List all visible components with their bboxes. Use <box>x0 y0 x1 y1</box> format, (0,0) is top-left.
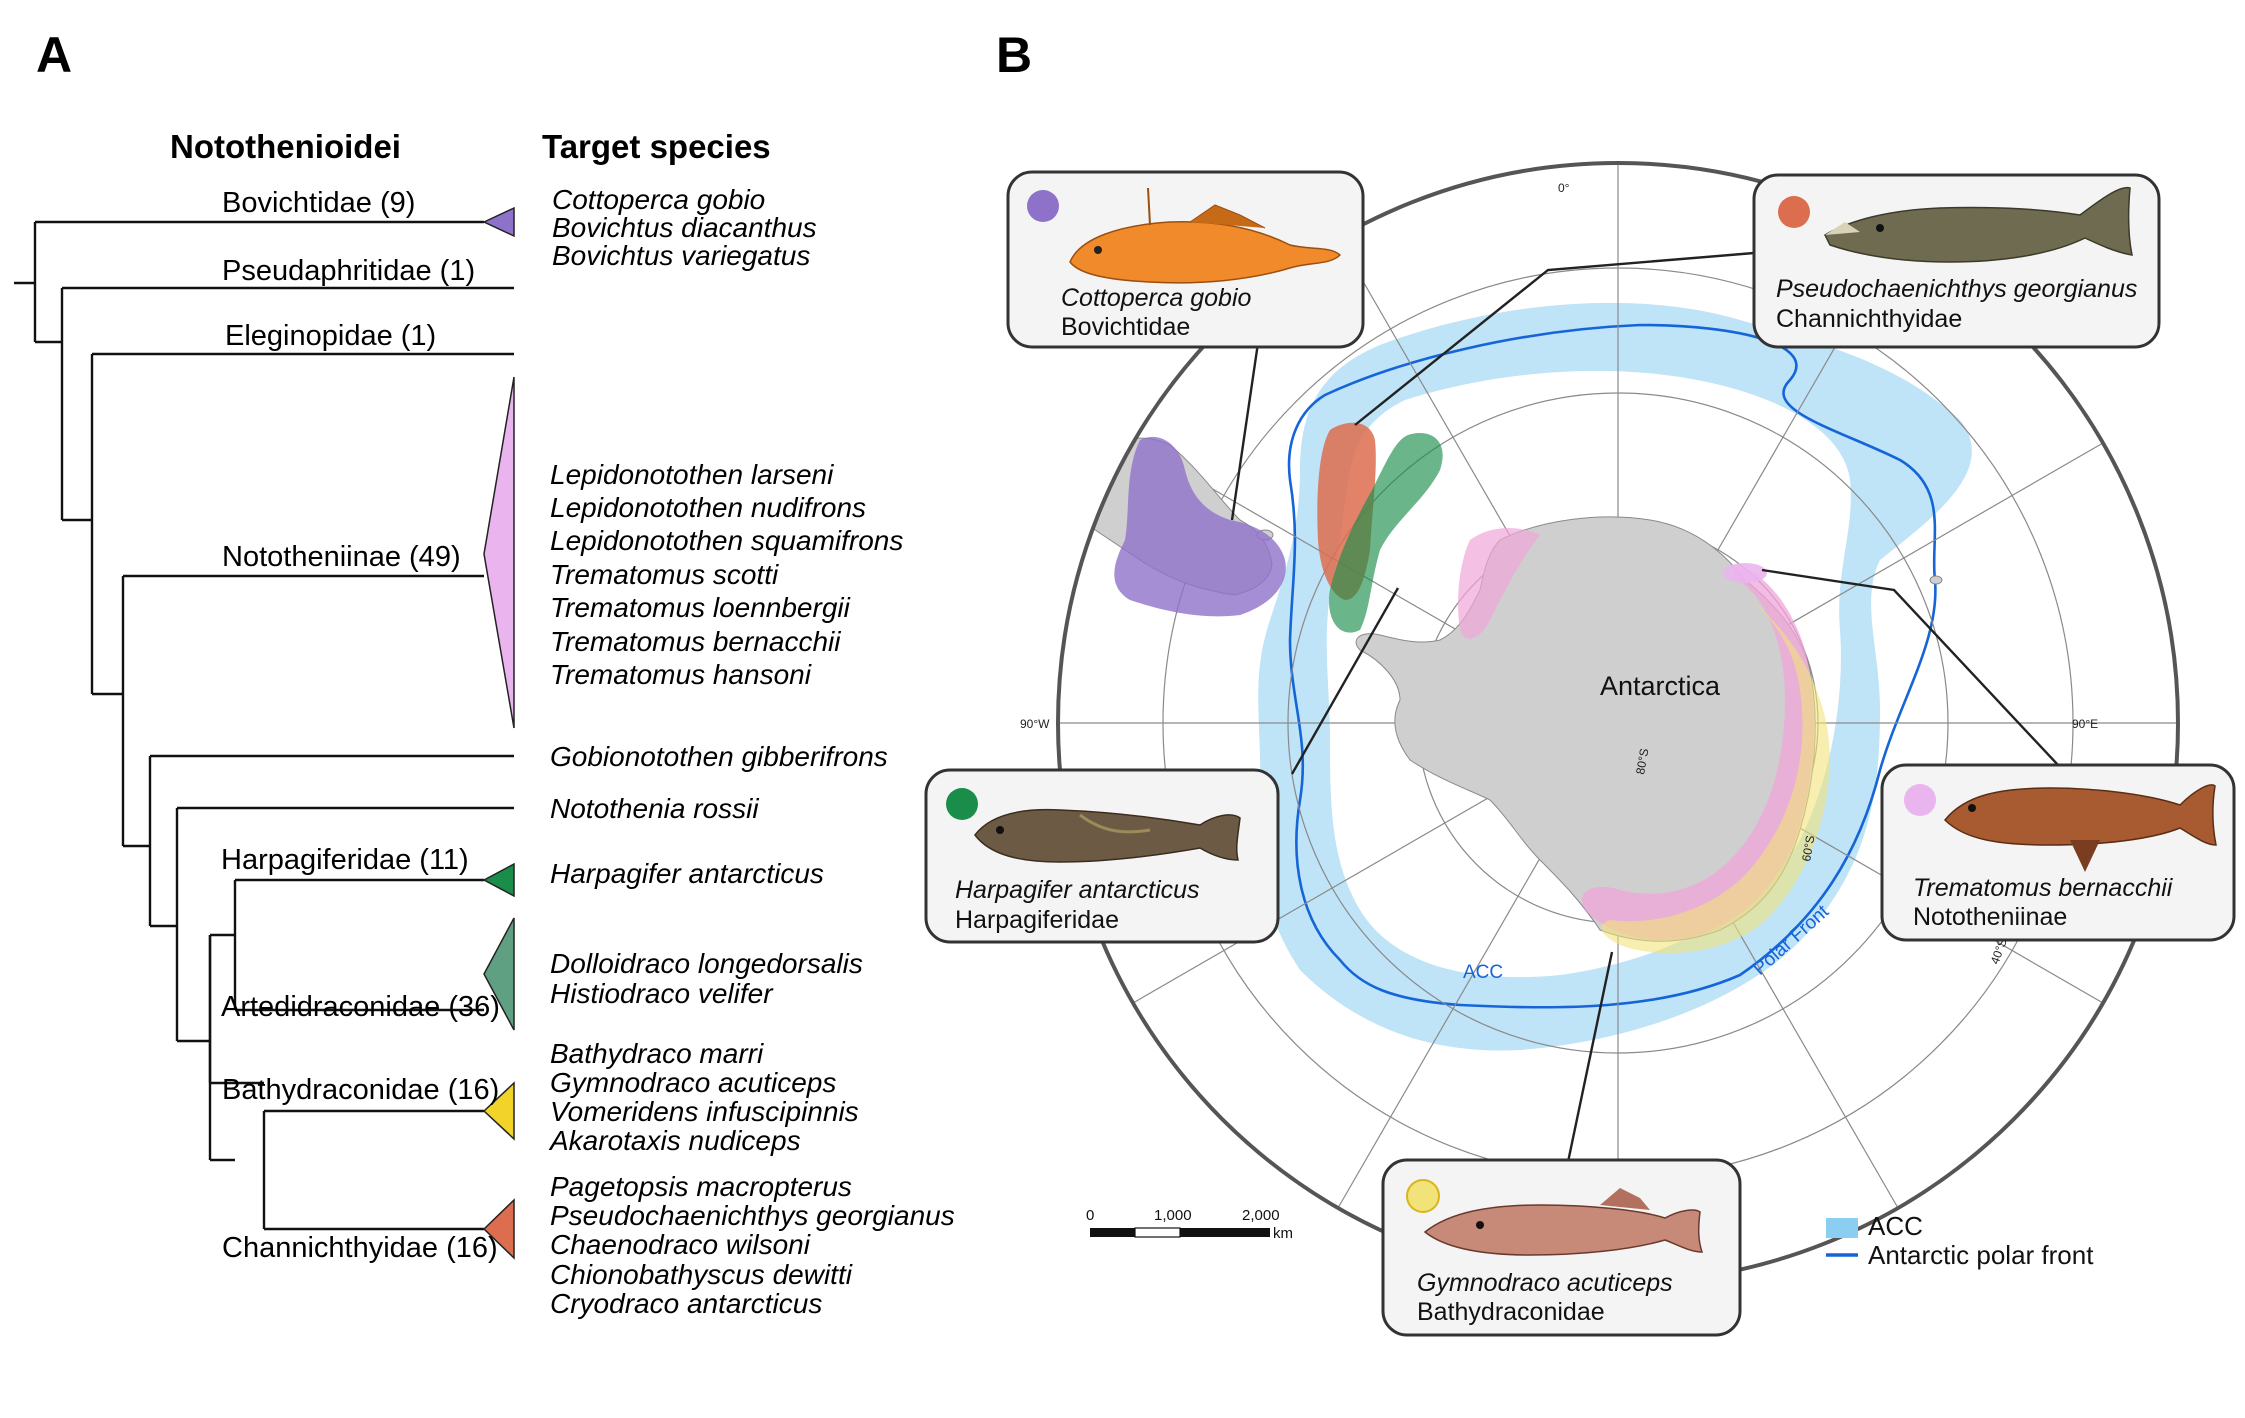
species-label: Pagetopsis macropterus <box>550 1171 852 1202</box>
map-legend: ACC Antarctic polar front <box>1826 1211 2094 1270</box>
fish-icon <box>1824 186 2133 263</box>
card-family: Channichthyidae <box>1776 305 1962 333</box>
scale-bar: 0 1,000 2,000 km <box>1086 1207 1293 1242</box>
tree-header-notothenioidei: Notothenioidei <box>170 128 401 165</box>
range-bovichtidae <box>1114 436 1286 617</box>
clade-triangle-channichthyidae <box>482 1198 515 1260</box>
species-label: Gymnodraco acuticeps <box>550 1067 836 1098</box>
fish-icon <box>1423 1188 1704 1256</box>
species-label: Trematomus scotti <box>550 559 779 590</box>
range-nototheniinae <box>1581 565 1814 940</box>
legend-acc-label: ACC <box>1868 1211 1923 1241</box>
species-label: Pseudochaenichthys georgianus <box>550 1200 955 1231</box>
card-species: Cottoperca gobio <box>1061 284 1252 312</box>
scale-tick-2000: 2,000 <box>1242 1207 1280 1224</box>
card-family: Bathydraconidae <box>1417 1298 1605 1326</box>
species-label: Gobionotothen gibberifrons <box>550 741 888 772</box>
species-label: Chaenodraco wilsoni <box>550 1229 811 1260</box>
legend-acc-swatch <box>1826 1218 1858 1238</box>
species-label: Vomeridens infuscipinnis <box>550 1096 859 1127</box>
panel-a-label: A <box>36 27 72 83</box>
card-family: Bovichtidae <box>1061 313 1190 341</box>
species-card-cottoperca: Cottoperca gobio Bovichtidae <box>1006 170 1365 349</box>
card-family: Nototheniinae <box>1913 903 2067 931</box>
meridian-label-90e: 90°E <box>2072 717 2098 731</box>
callout-lines <box>1230 251 2059 1163</box>
family-label: Harpagiferidae (11) <box>221 844 469 876</box>
card-family: Harpagiferidae <box>955 906 1119 934</box>
species-label: Chionobathyscus dewitti <box>550 1259 853 1290</box>
card-species: Harpagifer antarcticus <box>955 876 1200 904</box>
polar-front-line <box>1287 323 1937 1009</box>
clade-triangle-harpagiferidae <box>482 862 515 898</box>
species-label: Akarotaxis nudiceps <box>548 1125 801 1156</box>
fish-icon <box>974 808 1241 863</box>
family-label: Pseudaphritidae (1) <box>222 255 475 287</box>
antarctica-label: Antarctica <box>1600 671 1721 701</box>
range-bathydraconidae <box>1601 600 1830 954</box>
species-dot <box>1027 190 1059 222</box>
polar-map: 0° 90°W 90°E 80°S 60°S 40°S Antarctica A… <box>1020 161 2180 1285</box>
clade-triangle-bovichtidae <box>482 206 515 238</box>
family-label: Artedidraconidae (36) <box>221 991 500 1023</box>
species-label: Lepidonotothen squamifrons <box>550 525 903 556</box>
legend-polar-front-label: Antarctic polar front <box>1868 1240 2094 1270</box>
clade-triangle-artedidraconidae <box>483 917 515 1031</box>
lat-label-60s: 60°S <box>1799 834 1817 862</box>
acc-label: ACC <box>1463 962 1503 983</box>
species-label: Trematomus bernacchii <box>550 626 841 657</box>
species-label: Cryodraco antarcticus <box>550 1288 822 1319</box>
panel-b-label: B <box>996 27 1032 83</box>
fish-icon <box>1069 187 1342 284</box>
species-label: Bovichtus variegatus <box>552 240 810 271</box>
meridian-label-0: 0° <box>1558 181 1570 195</box>
card-species: Gymnodraco acuticeps <box>1417 1269 1673 1297</box>
species-label: Bathydraco marri <box>550 1038 764 1069</box>
scale-unit: km <box>1273 1225 1293 1242</box>
clade-triangle-nototheniinae <box>483 376 515 729</box>
family-label: Bovichtidae (9) <box>222 187 415 219</box>
lat-label-80s: 80°S <box>1633 747 1651 775</box>
family-label: Channichthyidae (16) <box>222 1232 498 1264</box>
species-dot <box>1406 1179 1440 1213</box>
card-species: Trematomus bernacchii <box>1913 874 2174 902</box>
species-label: Notothenia rossii <box>550 793 759 824</box>
species-label: Trematomus hansoni <box>550 659 812 690</box>
species-card-gymnodraco: Gymnodraco acuticeps Bathydraconidae <box>1381 1158 1742 1337</box>
species-label: Lepidonotothen nudifrons <box>550 492 866 523</box>
species-card-harpagifer: Harpagifer antarcticus Harpagiferidae <box>924 768 1280 944</box>
species-dot <box>1778 196 1810 228</box>
species-dot <box>1904 784 1936 816</box>
species-dot <box>946 788 978 820</box>
meridian-label-90w: 90°W <box>1020 717 1050 731</box>
species-label: Cottoperca gobio <box>552 184 765 215</box>
phylogenetic-tree <box>14 220 514 1231</box>
family-label: Eleginopidae (1) <box>225 320 436 352</box>
family-label: Nototheniinae (49) <box>222 541 461 573</box>
tree-header-target-species: Target species <box>542 128 771 165</box>
species-label: Bovichtus diacanthus <box>552 212 817 243</box>
species-label: Trematomus loennbergii <box>550 592 851 623</box>
species-label: Dolloidraco longedorsalis <box>550 948 863 979</box>
scale-tick-1000: 1,000 <box>1154 1207 1192 1224</box>
fish-icon <box>1943 784 2217 872</box>
family-label: Bathydraconidae (16) <box>222 1074 499 1106</box>
species-card-trematomus: Trematomus bernacchii Nototheniinae <box>1880 763 2236 942</box>
species-label: Harpagifer antarcticus <box>550 858 824 889</box>
card-species: Pseudochaenichthys georgianus <box>1776 275 2137 303</box>
species-label: Histiodraco velifer <box>550 978 774 1009</box>
species-card-pseudochaenichthys: Pseudochaenichthys georgianus Channichth… <box>1752 173 2161 349</box>
species-label: Lepidonotothen larseni <box>550 459 834 490</box>
clade-triangle-bathydraconidae <box>482 1081 515 1141</box>
scale-tick-0: 0 <box>1086 1207 1094 1224</box>
range-harpagiferidae <box>1329 433 1443 633</box>
